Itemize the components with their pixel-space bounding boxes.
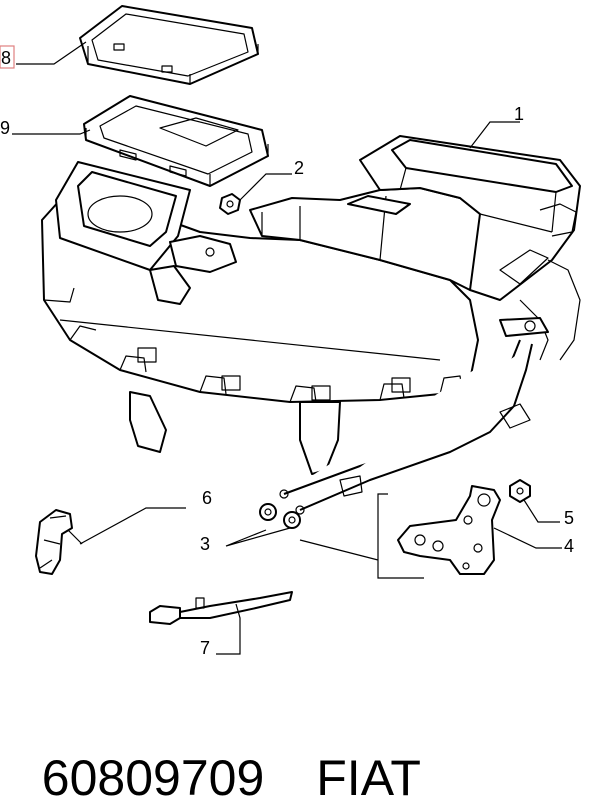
callout-4: 4 (564, 536, 574, 556)
callout-6: 6 (202, 488, 212, 508)
part-8-filter-cover (79, 5, 259, 85)
part-3-hose-clamps (259, 503, 301, 529)
part-5-nut (509, 479, 531, 503)
part-6-connector (35, 509, 83, 575)
callout-9: 9 (0, 118, 10, 138)
exploded-parts-diagram: 1 2 3 4 5 6 7 8 9 (0, 5, 581, 658)
part-4-bracket-plate (397, 485, 501, 575)
part-caption: 60809709 FIAT (14, 688, 421, 806)
callout-8-highlight (0, 45, 15, 69)
callout-1: 1 (514, 104, 524, 124)
callout-8: 8 (1, 48, 11, 68)
part-7-cable-tie (149, 591, 293, 625)
part-number: 60809709 (41, 750, 265, 806)
callout-5: 5 (564, 508, 574, 528)
brand-name: FIAT (316, 750, 421, 806)
callout-2: 2 (294, 158, 304, 178)
leader-lines (12, 41, 562, 655)
callout-labels: 1 2 3 4 5 6 7 8 9 (0, 45, 574, 658)
callout-7: 7 (200, 638, 210, 658)
callout-3: 3 (200, 534, 210, 554)
part-9-filter-frame (83, 95, 269, 187)
part-2-nut (219, 193, 241, 215)
part-1-hvac-housing (41, 135, 581, 515)
